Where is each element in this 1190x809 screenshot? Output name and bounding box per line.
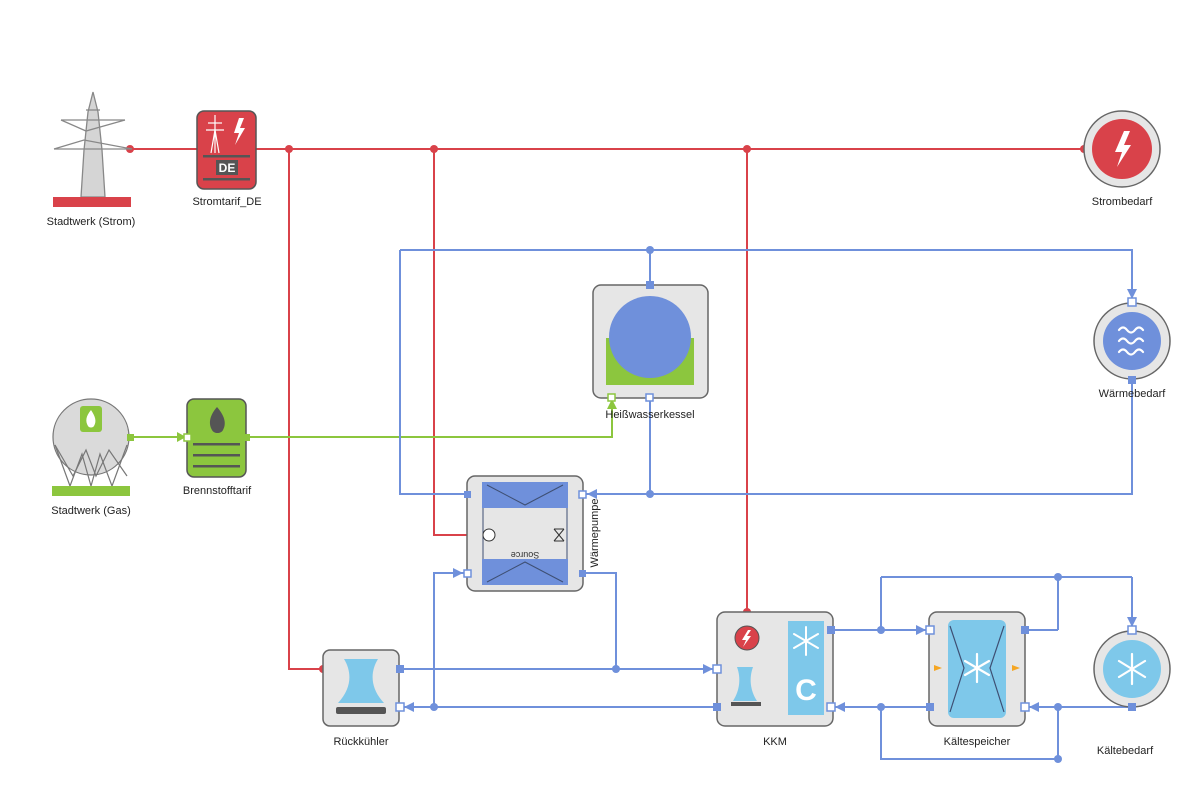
heisswasserkessel[interactable]: Heißwasserkessel — [592, 281, 709, 421]
heisswasserkessel-label: Heißwasserkessel — [605, 409, 694, 421]
waermepumpe[interactable]: Source Wärmepumpe — [463, 475, 601, 592]
brennstofftarif[interactable]: Brennstofftarif — [183, 398, 252, 497]
gas-arrow — [177, 432, 186, 442]
rueckkuehler-label: Rückkühler — [333, 736, 388, 748]
kaeltebedarf[interactable]: Kältebedarf — [1093, 625, 1171, 757]
stromtarif[interactable]: DE Stromtarif_DE — [192, 110, 262, 208]
heat-junctions — [430, 246, 1062, 763]
snowflake-icon — [963, 652, 991, 684]
kaeltebedarf-label: Kältebedarf — [1097, 745, 1154, 757]
stromtarif-badge: DE — [219, 161, 236, 175]
cooling-tower-icon — [338, 659, 384, 703]
snowflake-icon — [793, 626, 819, 656]
stadtwerk-strom[interactable]: Stadtwerk (Strom) — [47, 91, 136, 228]
power-pole-icon — [206, 115, 224, 154]
flame-icon — [86, 410, 96, 428]
kaeltespeicher-label: Kältespeicher — [944, 736, 1011, 748]
lightning-icon — [1115, 131, 1131, 167]
stadtwerk-strom-label: Stadtwerk (Strom) — [47, 216, 136, 228]
stromtarif-label: Stromtarif_DE — [192, 196, 261, 208]
flow-arrow-icon — [934, 665, 1020, 671]
kaeltespeicher[interactable]: Kältespeicher — [925, 611, 1030, 748]
lightning-icon — [742, 630, 751, 647]
stadtwerk-gas[interactable]: Stadtwerk (Gas) — [51, 398, 134, 517]
kkm-badge: C — [795, 674, 817, 707]
brennstofftarif-label: Brennstofftarif — [183, 485, 252, 497]
gas-arrow — [607, 399, 617, 409]
heat-exchanger-icon — [949, 625, 1005, 713]
heat-arrows — [404, 289, 1137, 712]
rueckkuehler[interactable]: Rückkühler — [322, 649, 405, 748]
strombedarf[interactable]: Strombedarf — [1083, 110, 1161, 208]
kkm-label: KKM — [763, 736, 787, 748]
waermepumpe-source-label: Source — [511, 550, 540, 560]
heat-waves-icon — [1117, 326, 1145, 356]
power-tower-icon — [53, 91, 133, 198]
valve-icon — [553, 528, 565, 542]
waermepumpe-label: Wärmepumpe — [589, 498, 601, 567]
waermebedarf-label: Wärmebedarf — [1099, 388, 1167, 400]
snowflake-icon — [1117, 652, 1147, 686]
strombedarf-label: Strombedarf — [1092, 196, 1153, 208]
stadtwerk-gas-label: Stadtwerk (Gas) — [51, 505, 130, 517]
heat-lines — [399, 249, 1133, 760]
lightning-icon — [234, 118, 245, 145]
compressor-icon — [482, 528, 496, 542]
cooling-tower-icon — [733, 667, 757, 701]
boiler-icon — [609, 296, 691, 378]
kkm[interactable]: C KKM — [712, 611, 836, 748]
flame-icon — [209, 407, 225, 433]
waermebedarf[interactable]: Wärmebedarf — [1093, 297, 1171, 400]
